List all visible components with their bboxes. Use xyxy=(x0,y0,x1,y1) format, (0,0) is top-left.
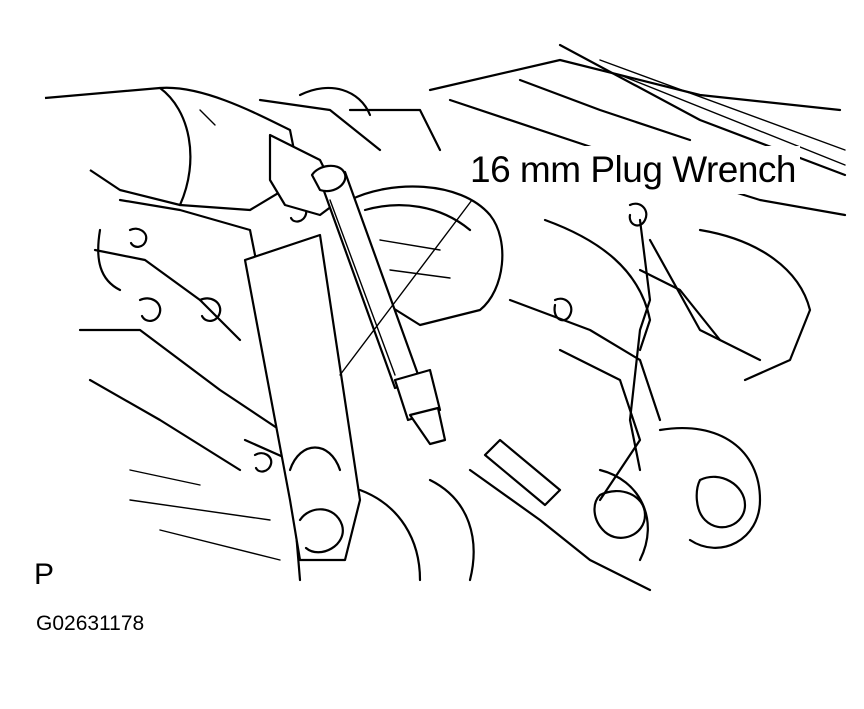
plug-wrench-callout: 16 mm Plug Wrench xyxy=(466,146,800,194)
figure-id-label: G02631178 xyxy=(36,612,145,635)
foreground-strut xyxy=(243,233,362,562)
view-code-label: P xyxy=(34,558,55,591)
callout-leader-line xyxy=(339,199,473,376)
engine-block-outlines xyxy=(78,43,847,592)
plug-wrench xyxy=(310,164,447,446)
mechanic-arm xyxy=(44,86,342,217)
